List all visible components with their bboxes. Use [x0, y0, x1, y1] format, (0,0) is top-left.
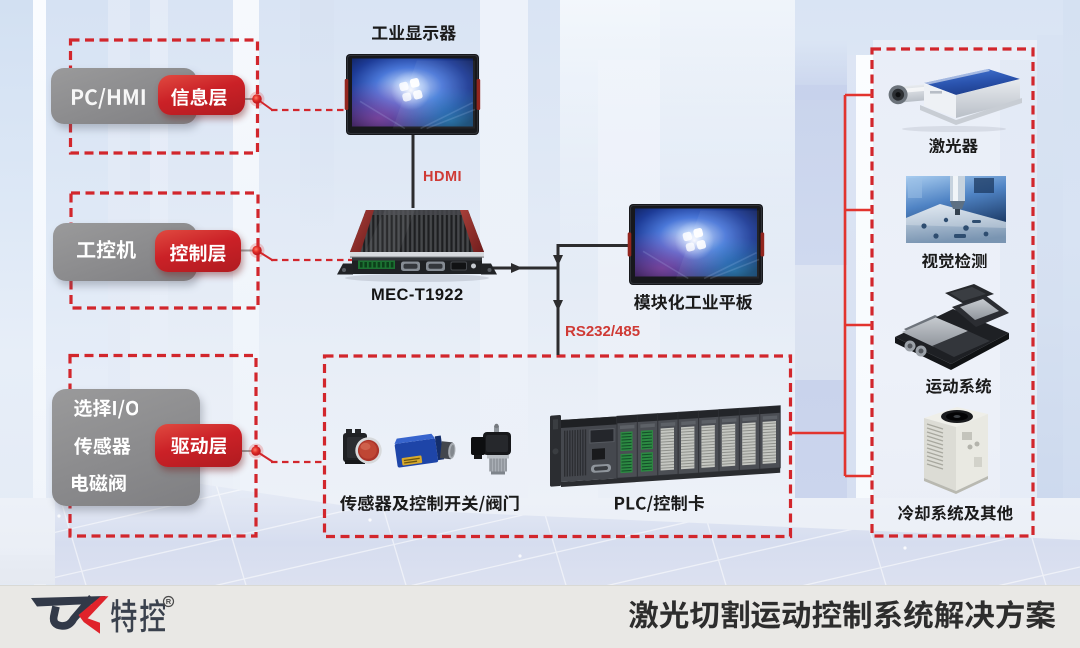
svg-text:R: R [166, 597, 172, 606]
